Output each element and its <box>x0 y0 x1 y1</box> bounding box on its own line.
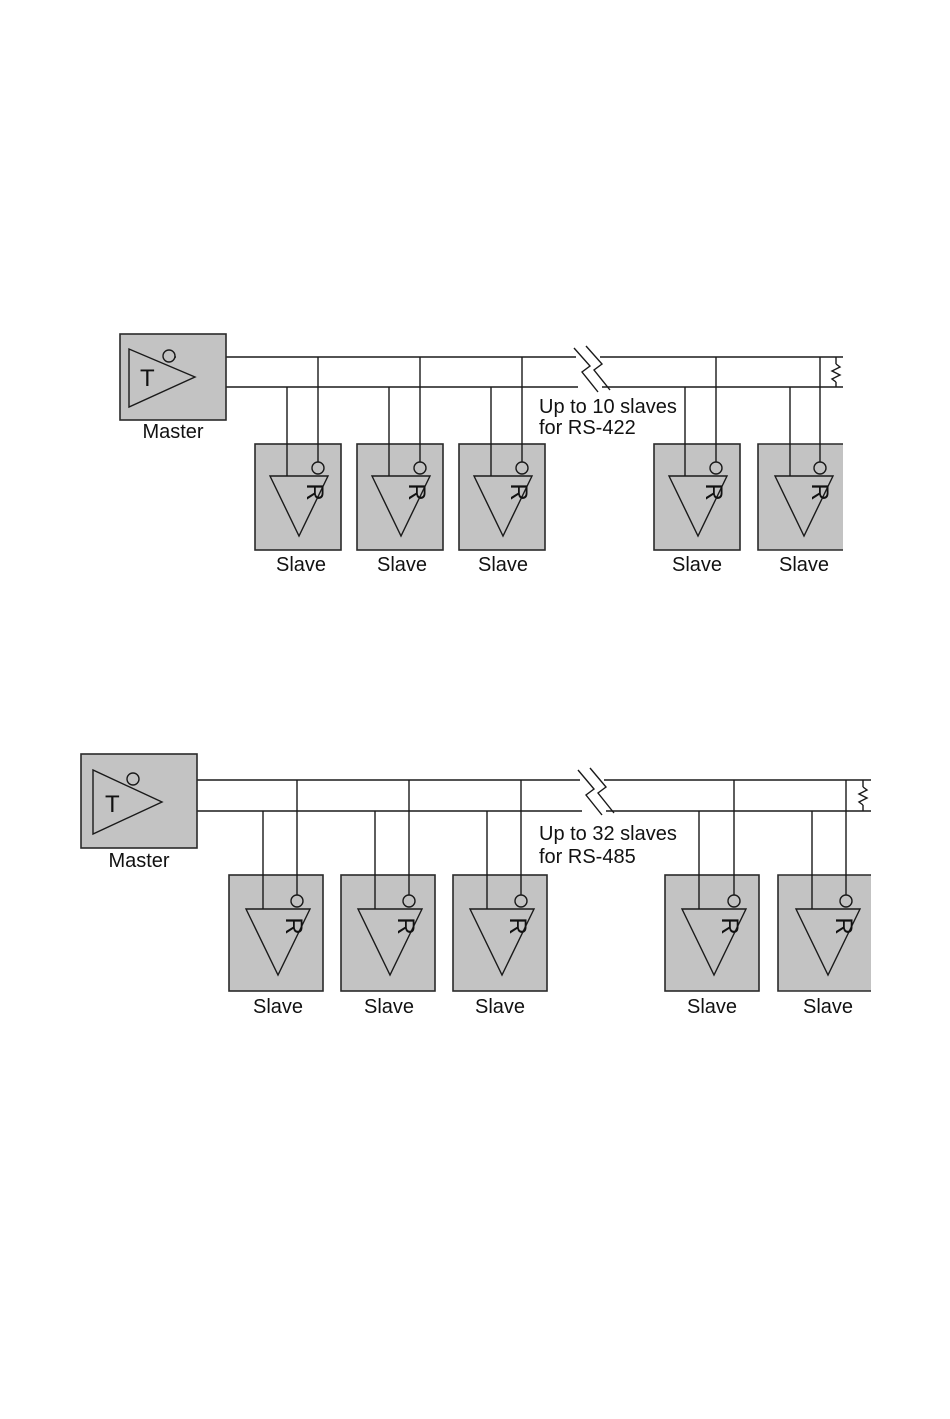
annotation-line-1: Up to 32 slaves <box>539 823 677 845</box>
diagram-rs422: T Master Up to 10 slaves for RS-422 R Sl… <box>120 334 843 576</box>
inverting-bubble-icon <box>127 773 139 785</box>
inverting-bubble-icon <box>163 350 175 362</box>
slave-label: Slave <box>253 996 303 1018</box>
slave-unit: R Slave <box>453 780 547 1018</box>
terminator-resistor-icon <box>859 787 867 805</box>
inverting-bubble-icon <box>710 462 722 474</box>
annotation-line-2: for RS-422 <box>539 417 636 439</box>
slave-label: Slave <box>687 996 737 1018</box>
slave-label: Slave <box>377 554 427 576</box>
slave-unit: R Slave <box>341 780 435 1018</box>
terminator-resistor-icon <box>832 364 840 382</box>
slave-unit: R Slave <box>459 357 545 576</box>
slave-label: Slave <box>672 554 722 576</box>
inverting-bubble-icon <box>814 462 826 474</box>
inverting-bubble-icon <box>312 462 324 474</box>
slave-unit: R Slave <box>665 780 759 1018</box>
receiver-glyph: R <box>830 917 857 934</box>
master-label: Master <box>108 850 169 872</box>
diagram-rs485: T Master Up to 32 slaves for RS-485 R Sl… <box>81 754 871 1018</box>
receiver-glyph: R <box>392 917 419 934</box>
inverting-bubble-icon <box>516 462 528 474</box>
slave-label: Slave <box>803 996 853 1018</box>
inverting-bubble-icon <box>840 895 852 907</box>
inverting-bubble-icon <box>414 462 426 474</box>
slave-unit: R Slave <box>357 357 443 576</box>
transmitter-glyph: T <box>140 365 155 392</box>
slave-unit: R Slave <box>778 780 871 1018</box>
receiver-glyph: R <box>700 483 727 500</box>
slave-label: Slave <box>364 996 414 1018</box>
receiver-glyph: R <box>504 917 531 934</box>
receiver-glyph: R <box>505 483 532 500</box>
slave-unit: R Slave <box>654 357 740 576</box>
annotation-line-2: for RS-485 <box>539 846 636 868</box>
transmitter-glyph: T <box>105 791 120 818</box>
slave-label: Slave <box>779 554 829 576</box>
inverting-bubble-icon <box>728 895 740 907</box>
master-label: Master <box>142 421 203 443</box>
slave-unit: R Slave <box>229 780 323 1018</box>
receiver-glyph: R <box>806 483 833 500</box>
receiver-glyph: R <box>301 483 328 500</box>
receiver-glyph: R <box>280 917 307 934</box>
annotation-line-1: Up to 10 slaves <box>539 396 677 418</box>
slave-unit: R Slave <box>758 357 843 576</box>
slave-label: Slave <box>276 554 326 576</box>
inverting-bubble-icon <box>515 895 527 907</box>
receiver-glyph: R <box>403 483 430 500</box>
slave-unit: R Slave <box>255 357 341 576</box>
bus-break-mark <box>586 346 610 390</box>
receiver-glyph: R <box>716 917 743 934</box>
bus-break-mark <box>590 768 614 813</box>
slave-label: Slave <box>478 554 528 576</box>
slave-label: Slave <box>475 996 525 1018</box>
inverting-bubble-icon <box>291 895 303 907</box>
inverting-bubble-icon <box>403 895 415 907</box>
